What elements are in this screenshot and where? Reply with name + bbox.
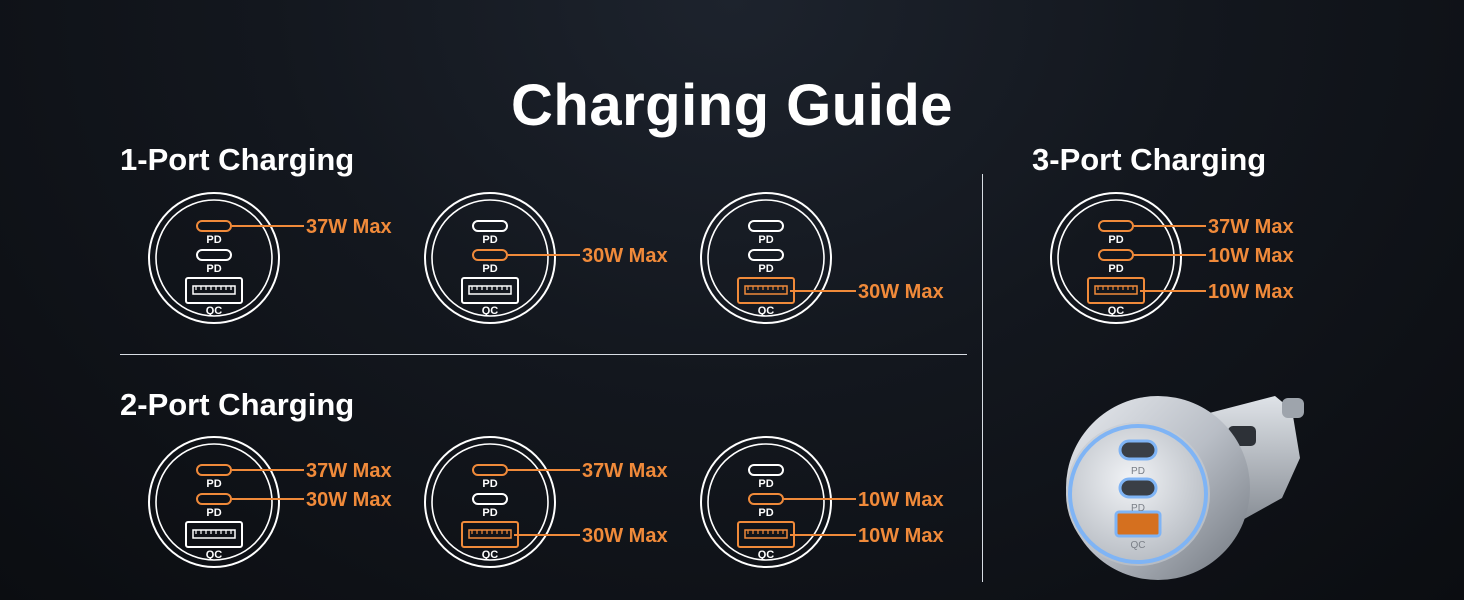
charger-face-ring [1057, 199, 1175, 317]
port-type-label: QC [482, 305, 499, 317]
usb-c-port-icon [196, 249, 232, 261]
wattage-label: 37W Max [582, 460, 668, 482]
port-type-label: QC [758, 305, 775, 317]
usb-c-port-icon [472, 464, 508, 476]
charger-face-ring [707, 199, 825, 317]
usb-a-contacts [192, 285, 236, 295]
wattage-label: 30W Max [582, 245, 668, 267]
one-port-diagram-c: PD PD QC 30W Max [700, 192, 944, 324]
usb-a-contacts [744, 529, 788, 539]
port-type-label: PD [1108, 263, 1123, 275]
charger-face-ring [707, 443, 825, 561]
charger-outline [700, 436, 832, 568]
vertical-divider [982, 174, 983, 582]
port-type-label: QC [206, 549, 223, 561]
usb-c-port-icon [472, 249, 508, 261]
wattage-label: 30W Max [306, 489, 392, 511]
page-title: Charging Guide [511, 73, 953, 138]
usb-c-port-icon [196, 220, 232, 232]
wattage-label: 37W Max [306, 216, 392, 238]
usb-c-port-icon [196, 493, 232, 505]
charger-outline [424, 192, 556, 324]
port-type-label: QC [482, 549, 499, 561]
port-type-label: PD [482, 478, 497, 490]
section-title-1-port: 1-Port Charging [120, 142, 355, 177]
usb-c-port-icon [748, 464, 784, 476]
usb-a-port-icon [737, 521, 795, 548]
port-type-label: PD [758, 507, 773, 519]
port-type-label: PD [1108, 234, 1123, 246]
wattage-label: 30W Max [582, 525, 668, 547]
usb-c-port-icon [1098, 249, 1134, 261]
wattage-label: 10W Max [858, 525, 944, 547]
usb-a-contacts [744, 285, 788, 295]
wattage-label: 10W Max [858, 489, 944, 511]
charger-outline [1050, 192, 1182, 324]
car-charger-image: PD PD QC [1066, 396, 1304, 580]
usb-a-contacts [192, 529, 236, 539]
charger-face-ring [431, 443, 549, 561]
wattage-label: 37W Max [306, 460, 392, 482]
port-type-label: PD [758, 263, 773, 275]
usb-a-port-icon [1087, 277, 1145, 304]
wattage-label: 37W Max [1208, 216, 1294, 238]
section-title-3-port: 3-Port Charging [1032, 142, 1267, 177]
usb-c-port-icon [748, 249, 784, 261]
usb-a-port-icon [737, 277, 795, 304]
wattage-label: 30W Max [858, 281, 944, 303]
wattage-label: 10W Max [1208, 281, 1294, 303]
section-title-2-port: 2-Port Charging [120, 387, 355, 422]
port-type-label: PD [206, 478, 221, 490]
port-type-label: PD [482, 263, 497, 275]
usb-a-port-icon [185, 277, 243, 304]
usb-c-port-icon [1098, 220, 1134, 232]
charger-face-ring [155, 199, 273, 317]
port-type-label: PD [482, 234, 497, 246]
port-type-label: PD [206, 234, 221, 246]
horizontal-divider [120, 354, 967, 355]
charger-outline [148, 436, 280, 568]
port-type-label: QC [206, 305, 223, 317]
charger-outline [424, 436, 556, 568]
usb-a-port-icon [185, 521, 243, 548]
charger-face-ring [431, 199, 549, 317]
charger-outline [148, 192, 280, 324]
usb-c-port-icon [472, 493, 508, 505]
charger-outline [700, 192, 832, 324]
port-type-label: PD [758, 478, 773, 490]
product-port-label-1: PD [1131, 466, 1145, 477]
usb-c-port-icon [472, 220, 508, 232]
usb-a-contacts [468, 285, 512, 295]
port-type-label: PD [758, 234, 773, 246]
charger-face-ring [155, 443, 273, 561]
product-port-label-2: PD [1131, 503, 1145, 514]
port-type-label: PD [206, 263, 221, 275]
usb-c-port-icon [748, 493, 784, 505]
product-port-label-3: QC [1131, 540, 1146, 551]
usb-a-port-icon [461, 277, 519, 304]
usb-a-port-icon [461, 521, 519, 548]
port-type-label: PD [482, 507, 497, 519]
port-type-label: QC [758, 549, 775, 561]
usb-c-port-icon [196, 464, 232, 476]
usb-a-contacts [468, 529, 512, 539]
port-type-label: QC [1108, 305, 1125, 317]
usb-a-contacts [1094, 285, 1138, 295]
wattage-label: 10W Max [1208, 245, 1294, 267]
port-type-label: PD [206, 507, 221, 519]
usb-c-port-icon [748, 220, 784, 232]
